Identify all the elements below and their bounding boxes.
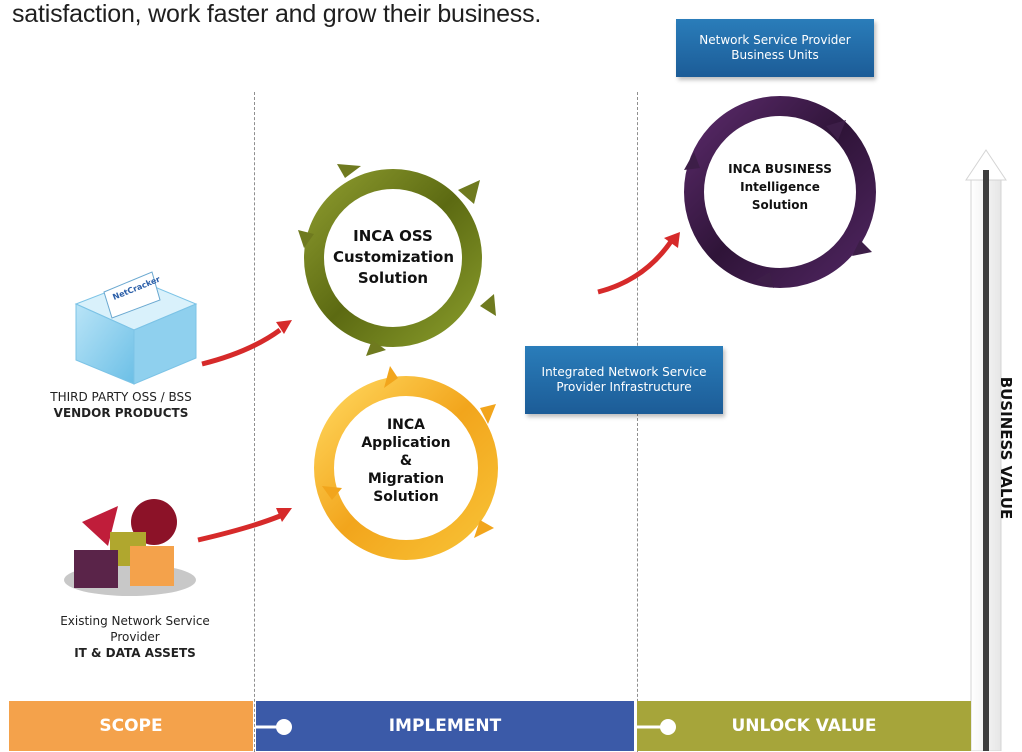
unlock-value-bar: UNLOCK VALUE	[637, 701, 971, 751]
app-label-line2: Application	[361, 435, 451, 451]
app-label-line3: &	[399, 453, 413, 469]
oss-label-line1: INCA OSS	[353, 227, 433, 245]
unlock-value-label: UNLOCK VALUE	[731, 716, 877, 736]
connector-arrows	[197, 232, 680, 543]
infrastructure-line1: Integrated Network Service	[541, 365, 707, 379]
intro-text: satisfaction, work faster and grow their…	[12, 0, 542, 28]
oss-label-line2: Customization	[333, 248, 455, 266]
implement-bar: IMPLEMENT	[256, 701, 634, 751]
vendor-caption: THIRD PARTY OSS / BSS VENDOR PRODUCTS	[26, 389, 216, 421]
business-units-box: Network Service Provider Business Units	[676, 19, 874, 77]
business-value-label: BUSINESS VALUE	[997, 376, 1015, 520]
assets-caption: Existing Network Service Provider IT & D…	[40, 613, 230, 661]
business-value-arrow	[965, 149, 1007, 751]
scope-label: SCOPE	[99, 716, 163, 736]
vendor-caption-line2: VENDOR PRODUCTS	[53, 406, 189, 420]
vendor-box-icon: NetCracker	[74, 271, 198, 385]
infrastructure-line2: Provider Infrastructure	[556, 380, 692, 394]
business-cycle-arrows	[684, 96, 876, 288]
assets-caption-line3: IT & DATA ASSETS	[74, 646, 196, 660]
oss-cycle-arrows	[298, 164, 496, 356]
business-label-line1: INCA BUSINESS	[728, 162, 832, 176]
scope-bar: SCOPE	[9, 701, 253, 751]
business-units-line2: Business Units	[731, 48, 819, 62]
app-label-line5: Solution	[373, 489, 439, 505]
app-cycle-arrows	[314, 366, 498, 560]
business-label-line3: Solution	[751, 198, 809, 212]
assets-caption-line1: Existing Network Service	[60, 614, 210, 628]
business-label-line2: Intelligence	[740, 180, 820, 194]
assets-shapes-icon	[64, 499, 196, 596]
app-label-line1: INCA	[386, 417, 426, 433]
business-cycle-label: INCA BUSINESS Intelligence Solution	[720, 160, 840, 214]
oss-label-line3: Solution	[357, 269, 429, 287]
divider-implement-unlock	[637, 92, 638, 752]
oss-cycle-label: INCA OSS Customization Solution	[333, 226, 455, 289]
implement-label: IMPLEMENT	[388, 716, 502, 736]
divider-scope-implement	[254, 92, 255, 752]
business-units-line1: Network Service Provider	[699, 33, 851, 47]
app-label-line4: Migration	[367, 471, 445, 487]
app-cycle-label: INCA Application & Migration Solution	[346, 416, 466, 506]
infrastructure-box: Integrated Network Service Provider Infr…	[525, 346, 723, 414]
assets-caption-line2: Provider	[110, 630, 160, 644]
vendor-caption-line1: THIRD PARTY OSS / BSS	[50, 390, 192, 404]
